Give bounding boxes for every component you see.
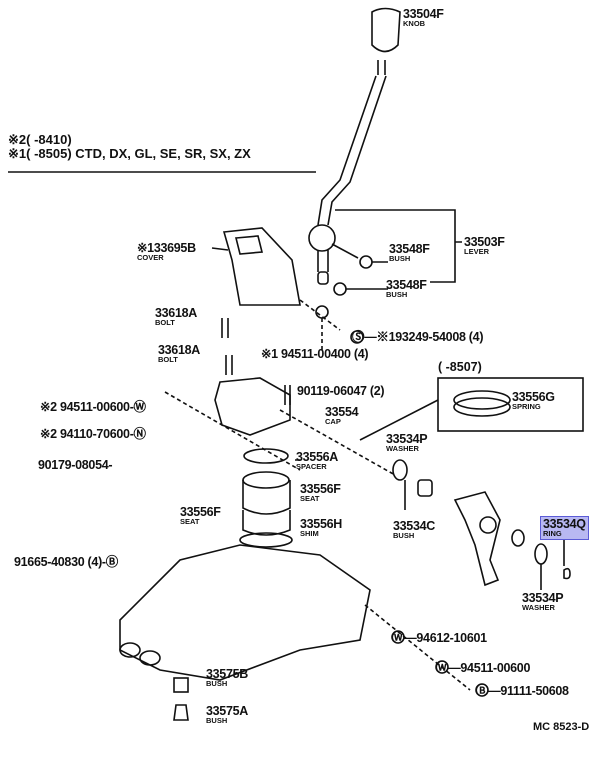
ring-shape	[563, 567, 571, 580]
note-line-1: ※1( -8505) CTD, DX, GL, SE, SR, SX, ZX	[8, 146, 251, 161]
pointer-line	[359, 399, 439, 441]
base-hole	[119, 642, 141, 658]
seat-top	[242, 471, 290, 489]
part-label-91665[interactable]: 91665-40830 (4)-Ⓑ	[14, 555, 118, 569]
washer-w-icon	[435, 660, 449, 674]
dashed-line	[364, 604, 471, 691]
bolt-shape	[284, 385, 291, 405]
lever-stem	[317, 250, 329, 272]
part-label-94511[interactable]: Ⓦ—94511-00600	[436, 661, 531, 675]
note-line-2: ※2( -8410)	[8, 132, 72, 147]
bush-shape	[173, 704, 189, 721]
part-label-94612[interactable]: Ⓦ—94612-10601	[392, 631, 487, 645]
spring-coil	[453, 397, 511, 417]
washer-shape	[534, 543, 548, 565]
leader-lines	[335, 209, 462, 290]
part-label-washer-94511[interactable]: ※2 94511-00600-Ⓦ	[40, 400, 146, 414]
bush-shape	[359, 255, 373, 269]
washer-w-icon	[391, 630, 405, 644]
linkage-boss	[479, 516, 497, 534]
bolt-b-icon	[475, 683, 489, 697]
part-label-nut[interactable]: ※2 94110-70600-Ⓝ	[40, 427, 146, 441]
dashed-line	[164, 391, 301, 471]
leader-lines	[295, 459, 565, 590]
part-label-91111[interactable]: Ⓑ—91111-50608	[476, 684, 569, 698]
lever-pin	[331, 243, 359, 259]
lever-shaft	[317, 75, 387, 226]
shim-shape	[239, 532, 293, 548]
bush-shape	[173, 677, 189, 693]
part-label-seal[interactable]: Ⓢ—※193249-54008 (4)	[352, 330, 484, 344]
knob-shape	[371, 7, 401, 53]
leader-line	[211, 247, 229, 251]
spring-coil	[453, 390, 511, 410]
spring-box	[437, 377, 584, 432]
bush-shape	[511, 529, 525, 547]
base-shape	[119, 544, 371, 681]
spacer-shape	[243, 448, 289, 464]
diagram-code: MC 8523-D	[533, 721, 590, 733]
bolt-shapes	[221, 318, 233, 375]
washer-s-icon	[350, 330, 364, 344]
part-label-90179[interactable]: 90179-08054-	[38, 458, 113, 472]
part-label-washer[interactable]: ※1 94511-00400 (4)	[261, 347, 369, 361]
dashed-line	[279, 409, 396, 476]
seat-shape	[242, 480, 291, 515]
cap-shape	[214, 377, 291, 436]
part-label-bolt-90119[interactable]: 90119-06047 (2)	[297, 384, 385, 398]
bush-shape	[417, 479, 433, 497]
base-hole	[139, 650, 161, 666]
dashed-line	[299, 299, 341, 350]
washer-shape	[392, 459, 408, 481]
cover-shape	[222, 227, 301, 306]
washer-w-icon	[315, 305, 329, 319]
lever-end	[317, 271, 329, 285]
bush-shape	[333, 282, 347, 296]
range-box-label: ( -8507)	[438, 360, 482, 374]
lever-thread	[377, 60, 386, 75]
linkage-arm	[453, 491, 501, 587]
seat-shape-2	[242, 510, 291, 536]
lever-ball	[308, 224, 336, 252]
